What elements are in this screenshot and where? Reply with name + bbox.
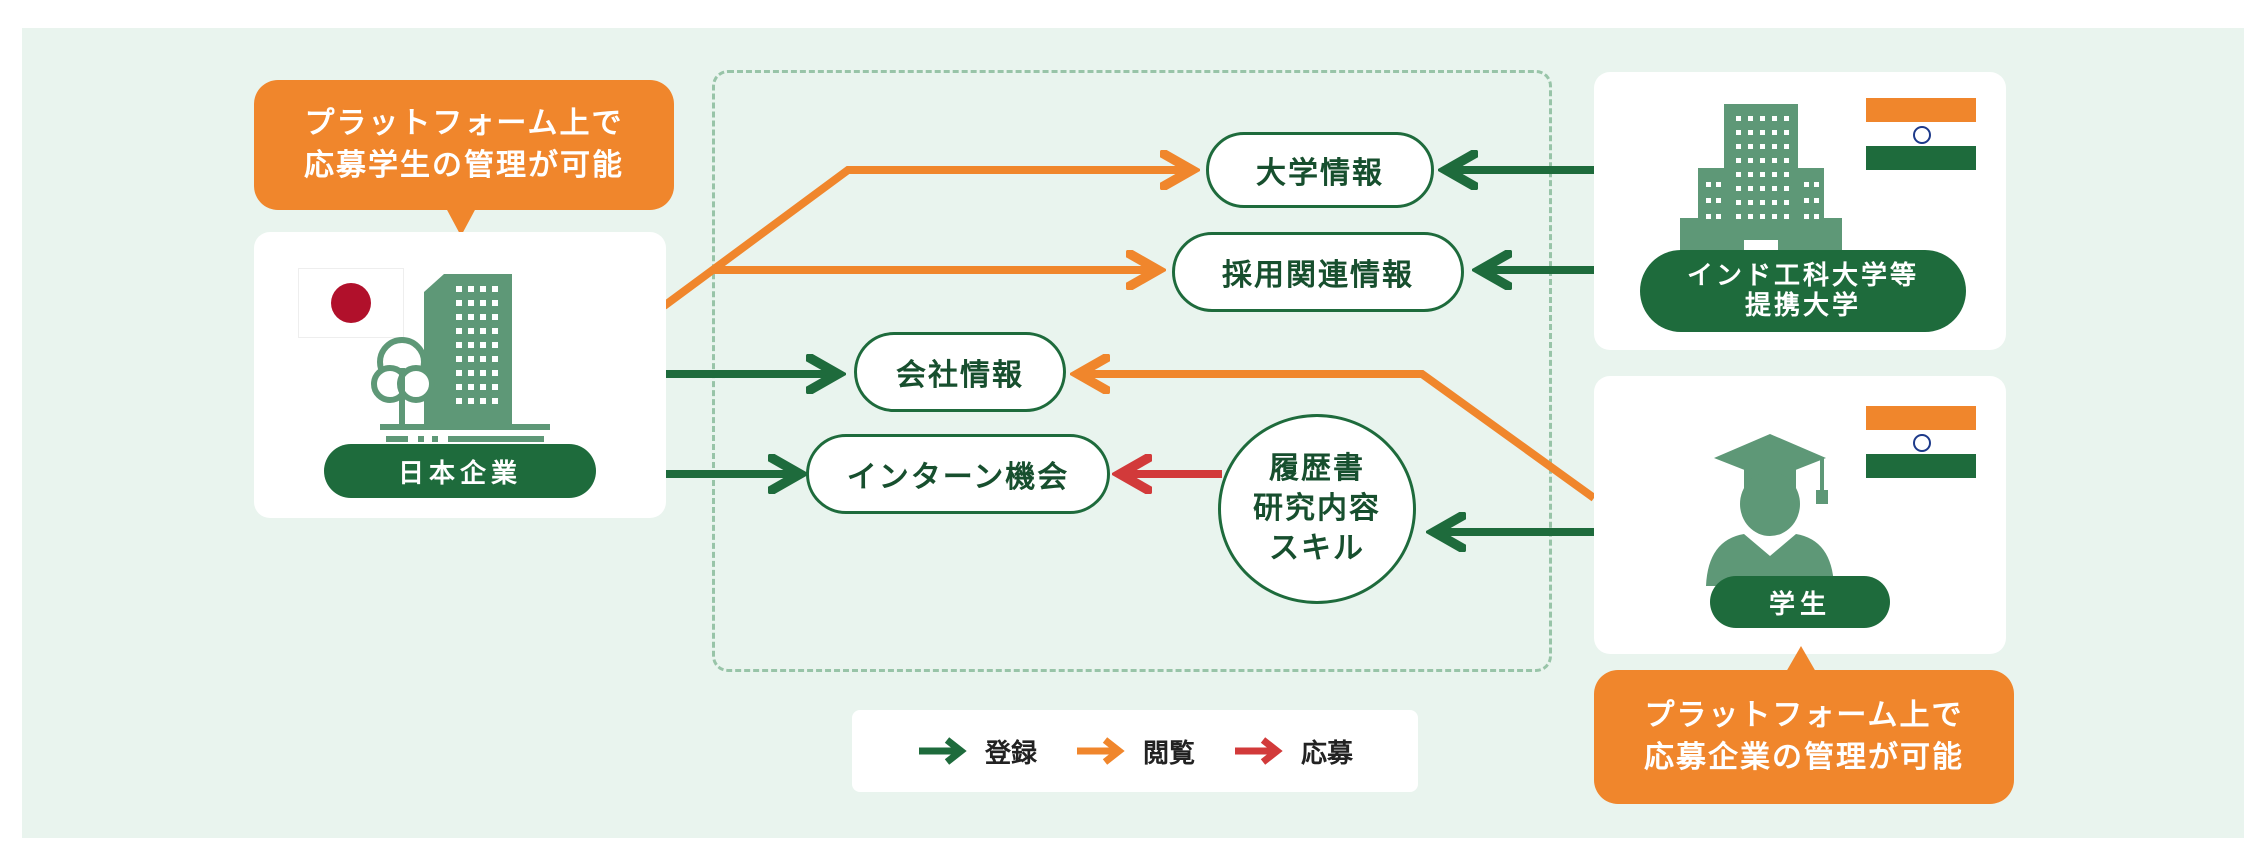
legend-label-browse: 閲覧 [1142, 738, 1195, 769]
orange-arrow-icon [1076, 737, 1125, 765]
student-callout-line-1: プラットフォーム上で [1644, 698, 1964, 733]
student-card: 学生 [1594, 376, 2006, 654]
legend-label-register: 登録 [984, 738, 1037, 769]
university-label-line-1: インド工科大学等 [1686, 261, 1919, 291]
student-callout-line-2: 応募企業の管理が可能 [1644, 740, 1964, 775]
student-label: 学生 [1710, 576, 1890, 628]
browse-arrow-student-to-company-info [1078, 374, 1597, 502]
legend-label-apply: 応募 [1301, 738, 1354, 769]
company-card: 日本企業 [254, 232, 666, 518]
india-flag [1866, 406, 1976, 478]
resume-node: 履歴書 研究内容 スキル [1218, 414, 1416, 604]
company-info-node: 会社情報 [854, 332, 1066, 412]
legend-item-browse: 閲覧 [1075, 733, 1195, 770]
university-label-line-2: 提携大学 [1744, 291, 1861, 321]
university-info-node: 大学情報 [1206, 132, 1434, 208]
legend-item-register: 登録 [917, 733, 1037, 770]
internship-node: インターン機会 [806, 434, 1110, 514]
graduate-student-icon [1706, 434, 1834, 586]
japan-flag [298, 268, 404, 338]
company-callout-line-2: 応募学生の管理が可能 [304, 148, 624, 183]
browse-arrow-company-to-university-info [661, 170, 1192, 310]
recruit-info-node: 採用関連情報 [1172, 232, 1464, 312]
office-building-icon [371, 274, 550, 442]
company-label: 日本企業 [324, 444, 596, 498]
green-arrow-icon [918, 737, 967, 765]
resume-line-3: スキル [1269, 531, 1365, 566]
india-flag [1866, 98, 1976, 170]
legend-item-apply: 応募 [1233, 733, 1353, 770]
red-arrow-icon [1235, 737, 1283, 765]
legend: 登録 閲覧 応募 [852, 710, 1418, 792]
university-card: インド工科大学等 提携大学 [1594, 72, 2006, 350]
university-label: インド工科大学等 提携大学 [1640, 250, 1966, 332]
resume-line-2: 研究内容 [1253, 491, 1381, 526]
company-callout-line-1: プラットフォーム上で [304, 106, 624, 141]
company-callout: プラットフォーム上で 応募学生の管理が可能 [254, 80, 674, 210]
resume-line-1: 履歴書 [1269, 451, 1365, 486]
student-callout: プラットフォーム上で 応募企業の管理が可能 [1594, 670, 2014, 804]
